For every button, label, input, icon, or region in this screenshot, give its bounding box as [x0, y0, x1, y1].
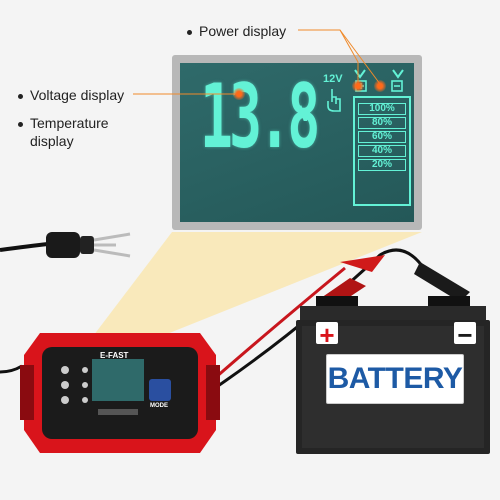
battery-level-bars: 100% 80% 60% 40% 20% — [358, 103, 406, 173]
charger-body — [20, 333, 220, 453]
temperature-display-callout: Temperature display — [18, 114, 109, 150]
voltage-display-label: Voltage display — [30, 87, 125, 103]
temperature-display-label-line2: display — [30, 133, 74, 149]
power-glow-marker-right — [374, 80, 386, 92]
battery-charger: E-FAST MODE — [20, 325, 220, 460]
bullet-icon — [187, 29, 192, 35]
battery-level-100: 100% — [358, 103, 406, 115]
negative-terminal-sign: − — [454, 322, 476, 348]
battery-level-20: 20% — [358, 159, 406, 171]
battery-level-40: 40% — [358, 145, 406, 157]
mode-button-label: MODE — [150, 403, 168, 409]
battery-level-80: 80% — [358, 117, 406, 129]
bullet-icon — [18, 121, 23, 127]
battery-level-60: 60% — [358, 131, 406, 143]
power-display-label: Power display — [199, 23, 287, 39]
voltage-display-callout: Voltage display — [18, 86, 124, 104]
positive-terminal-sign: + — [316, 322, 338, 348]
power-display-callout: Power display — [187, 22, 286, 40]
voltage-glow-marker — [233, 88, 245, 100]
voltage-reading: 13.8 — [200, 65, 320, 168]
temperature-display-label-line1: Temperature — [30, 115, 109, 131]
hand-pointer-icon — [327, 89, 341, 112]
charger-brand: E-FAST — [100, 351, 129, 360]
car-battery: + − BATTERY — [296, 296, 490, 454]
voltage-unit: V — [298, 101, 313, 126]
mode-indicator: 12V — [323, 73, 343, 85]
power-glow-marker-left — [352, 80, 364, 92]
battery-label: BATTERY — [326, 354, 464, 404]
battery-level-frame — [353, 96, 411, 206]
bullet-icon — [18, 93, 23, 99]
lcd-screen: 13.8 V 12V 100% 80% 60% 40% 20% — [180, 63, 414, 222]
